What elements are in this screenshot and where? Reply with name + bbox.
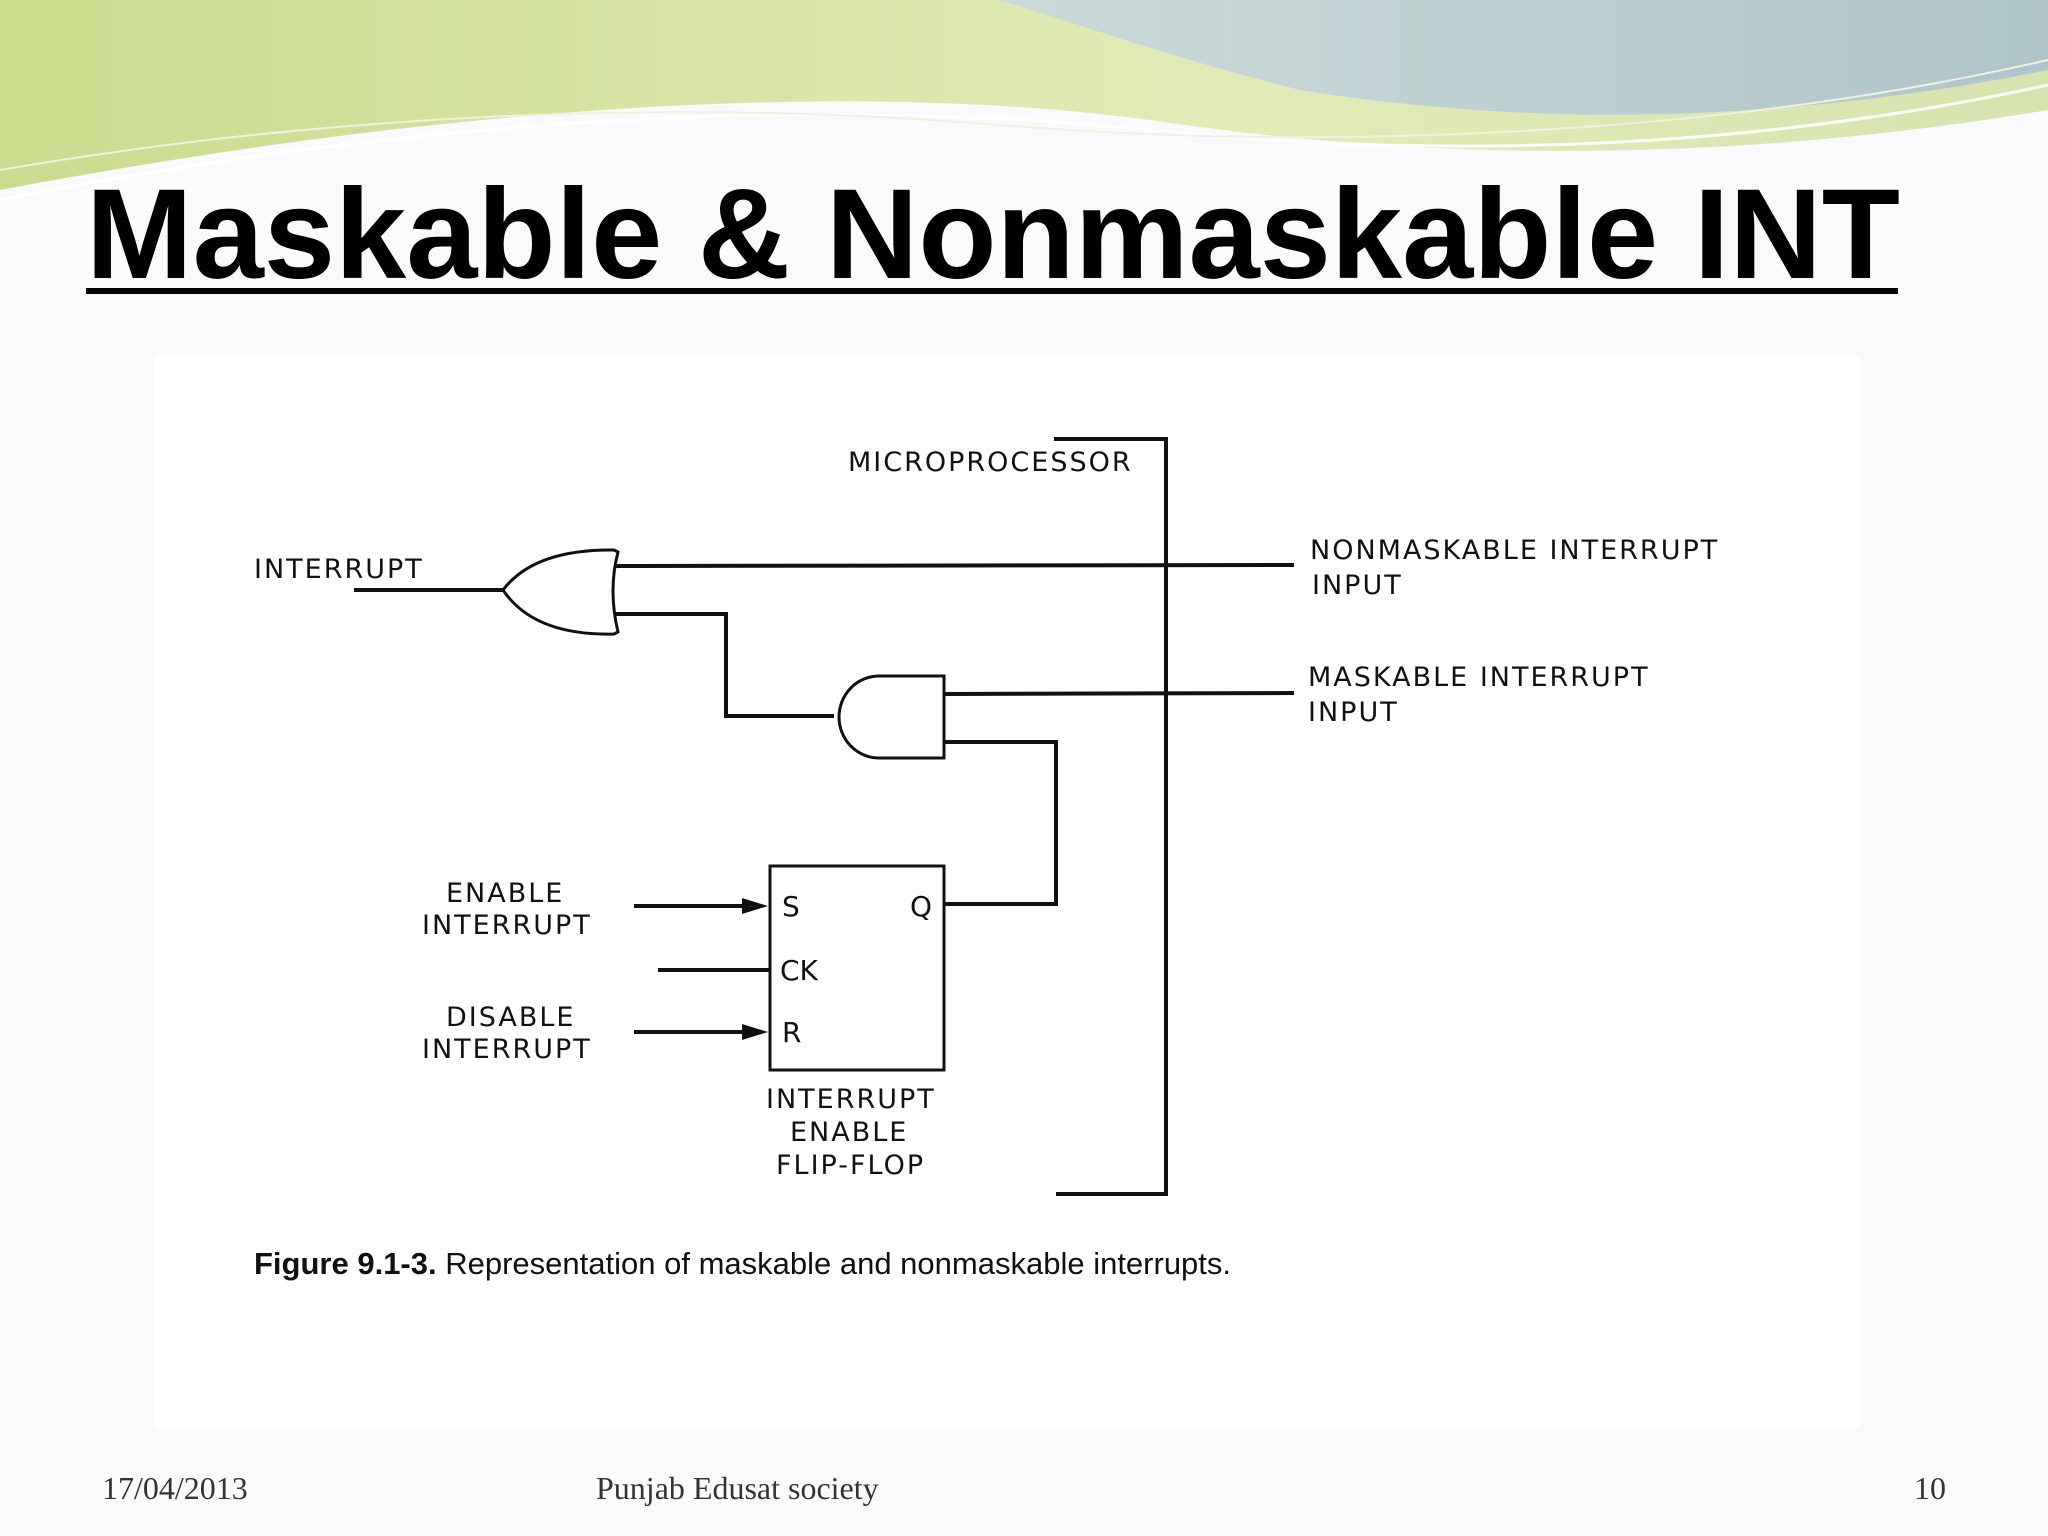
microprocessor-label: MICROPROCESSOR xyxy=(848,447,1133,478)
disable-arrow-icon xyxy=(742,1024,768,1040)
decorative-banner xyxy=(0,0,2048,202)
interrupt-logic-diagram: MICROPROCESSOR INTERRUPT NONMASKABLE INT… xyxy=(254,437,1719,1196)
slide-number: 10 xyxy=(1914,1470,1946,1506)
flip-flop-label-line2: ENABLE xyxy=(790,1117,908,1148)
and-gate-output-wire xyxy=(943,691,1295,696)
disable-interrupt-label-line1: DISABLE xyxy=(446,1002,576,1033)
mi-output-label-line2: INPUT xyxy=(1308,697,1399,728)
figure-panel: MICROPROCESSOR INTERRUPT NONMASKABLE INT… xyxy=(154,356,1860,1428)
interrupt-enable-flip-flop xyxy=(768,864,946,1072)
flip-flop-label-line1: INTERRUPT xyxy=(766,1084,936,1115)
slide-title: Maskable & Nonmaskable INT xyxy=(86,163,1900,306)
figure-caption-text: Representation of maskable and nonmaskab… xyxy=(445,1246,1232,1281)
enable-interrupt-label-line2: INTERRUPT xyxy=(422,910,592,941)
interrupt-input-label: INTERRUPT xyxy=(254,554,424,585)
flip-flop-label-line3: FLIP-FLOP xyxy=(776,1150,925,1181)
enable-interrupt-label-line1: ENABLE xyxy=(446,878,564,909)
or-to-and-wire xyxy=(615,612,834,718)
microprocessor-boundary xyxy=(1054,437,1168,1196)
footer-date: 17/04/2013 xyxy=(102,1470,248,1506)
or-gate xyxy=(501,548,620,636)
nmi-output-label-line1: NONMASKABLE INTERRUPT xyxy=(1310,535,1719,566)
pin-r-label: R xyxy=(782,1016,801,1049)
q-to-and-wire xyxy=(944,740,1058,906)
pin-q-label: Q xyxy=(910,890,932,923)
figure-caption: Figure 9.1-3. Representation of maskable… xyxy=(254,1246,1231,1282)
mi-output-label-line1: MASKABLE INTERRUPT xyxy=(1308,662,1650,693)
or-gate-output-wire xyxy=(614,563,1295,568)
footer-organization: Punjab Edusat society xyxy=(596,1470,879,1506)
disable-interrupt-label-line2: INTERRUPT xyxy=(422,1034,592,1065)
figure-number: Figure 9.1-3. xyxy=(254,1246,437,1281)
nmi-output-label-line2: INPUT xyxy=(1312,570,1403,601)
pin-ck-label: CK xyxy=(780,954,819,987)
and-gate xyxy=(837,674,946,760)
title-underline xyxy=(86,288,1898,294)
pin-s-label: S xyxy=(782,890,800,923)
enable-arrow-icon xyxy=(742,898,768,914)
